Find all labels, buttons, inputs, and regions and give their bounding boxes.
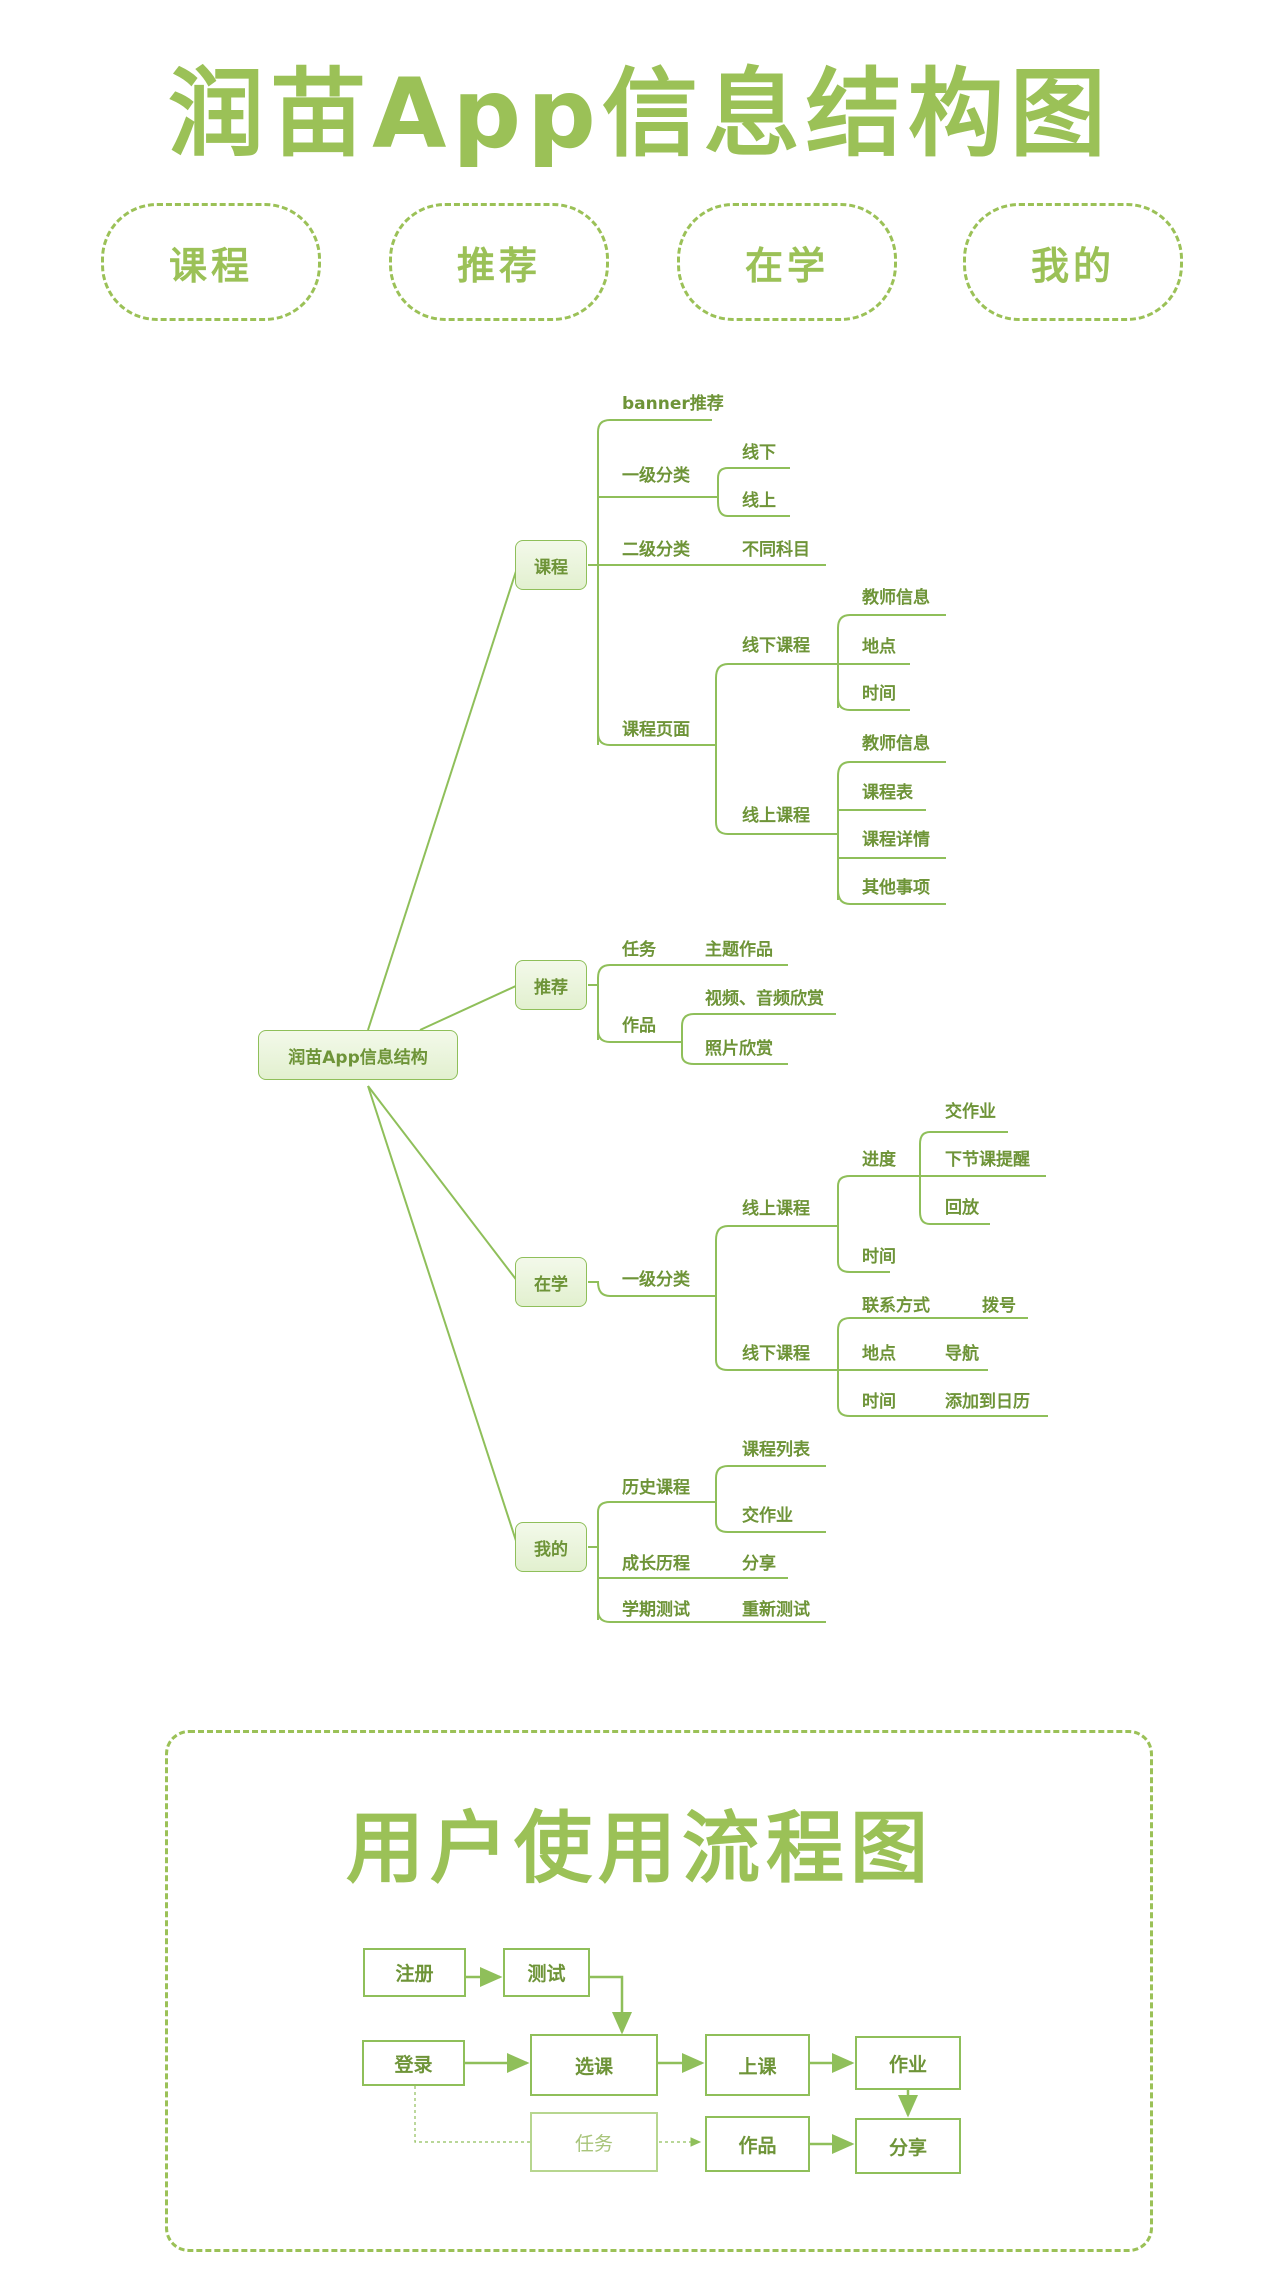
label-online: 线上 [742, 491, 776, 511]
label-replay: 回放 [945, 1198, 979, 1218]
label-dial: 拨号 [982, 1296, 1016, 1316]
label-video-audio: 视频、音频欣赏 [705, 989, 824, 1009]
label-history: 历史课程 [622, 1478, 690, 1498]
page-title: 润苗App信息结构图 [168, 58, 1112, 170]
label-learning-offline: 线下课程 [742, 1344, 810, 1364]
node-recommend: 推荐 [515, 960, 587, 1010]
label-contact: 联系方式 [862, 1296, 930, 1316]
label-other: 其他事项 [862, 878, 930, 898]
node-learning: 在学 [515, 1257, 587, 1307]
label-submit-homework: 交作业 [945, 1102, 996, 1122]
flow-homework: 作业 [855, 2036, 961, 2090]
label-next-reminder: 下节课提醒 [945, 1150, 1030, 1170]
label-course-level2: 二级分类 [622, 540, 690, 560]
flow-frame [165, 1730, 1153, 2252]
label-mine-homework: 交作业 [742, 1506, 793, 1526]
flow-title: 用户使用流程图 [345, 1804, 934, 1894]
label-time: 时间 [862, 684, 896, 704]
label-course-page: 课程页面 [622, 720, 690, 740]
label-course-list: 课程列表 [742, 1440, 810, 1460]
label-task: 任务 [622, 940, 656, 960]
tab-learning[interactable]: 在学 [677, 203, 897, 321]
label-course-level1: 一级分类 [622, 466, 690, 486]
flow-register: 注册 [363, 1948, 466, 1997]
tab-recommend[interactable]: 推荐 [389, 203, 609, 321]
label-learning-online: 线上课程 [742, 1199, 810, 1219]
label-share: 分享 [742, 1554, 776, 1574]
label-works: 作品 [622, 1016, 656, 1036]
label-navigate: 导航 [945, 1344, 979, 1364]
node-course: 课程 [515, 540, 587, 590]
label-teacher-info: 教师信息 [862, 588, 930, 608]
flow-test: 测试 [503, 1948, 590, 1997]
label-online-course: 线上课程 [742, 806, 810, 826]
flow-share: 分享 [855, 2118, 961, 2174]
mindmap-connectors [367, 419, 1048, 1623]
tab-mine[interactable]: 我的 [963, 203, 1183, 321]
label-photo: 照片欣赏 [705, 1039, 773, 1059]
label-offline-course: 线下课程 [742, 636, 810, 656]
label-retest: 重新测试 [742, 1600, 810, 1620]
label-place: 地点 [862, 637, 896, 657]
label-subjects: 不同科目 [742, 540, 810, 560]
flow-task: 任务 [530, 2112, 658, 2172]
label-course-detail: 课程详情 [862, 830, 930, 850]
label-theme-works: 主题作品 [705, 940, 773, 960]
flow-works: 作品 [705, 2116, 810, 2172]
flow-login: 登录 [362, 2040, 465, 2086]
label-offline: 线下 [742, 443, 776, 463]
flow-lesson: 上课 [705, 2034, 810, 2096]
label-learning-level1: 一级分类 [622, 1270, 690, 1290]
label-schedule: 课程表 [862, 783, 913, 803]
tab-course[interactable]: 课程 [101, 203, 321, 321]
label-learning-place: 地点 [862, 1344, 896, 1364]
flow-select-course: 选课 [530, 2034, 658, 2096]
label-learning-time: 时间 [862, 1247, 896, 1267]
label-growth: 成长历程 [622, 1554, 690, 1574]
label-banner: banner推荐 [622, 394, 724, 414]
label-teacher-info-2: 教师信息 [862, 734, 930, 754]
node-mine: 我的 [515, 1522, 587, 1572]
root-node: 润苗App信息结构 [258, 1030, 458, 1080]
label-add-calendar: 添加到日历 [945, 1392, 1030, 1412]
label-learning-time2: 时间 [862, 1392, 896, 1412]
label-progress: 进度 [862, 1150, 896, 1170]
label-semester-test: 学期测试 [622, 1600, 690, 1620]
